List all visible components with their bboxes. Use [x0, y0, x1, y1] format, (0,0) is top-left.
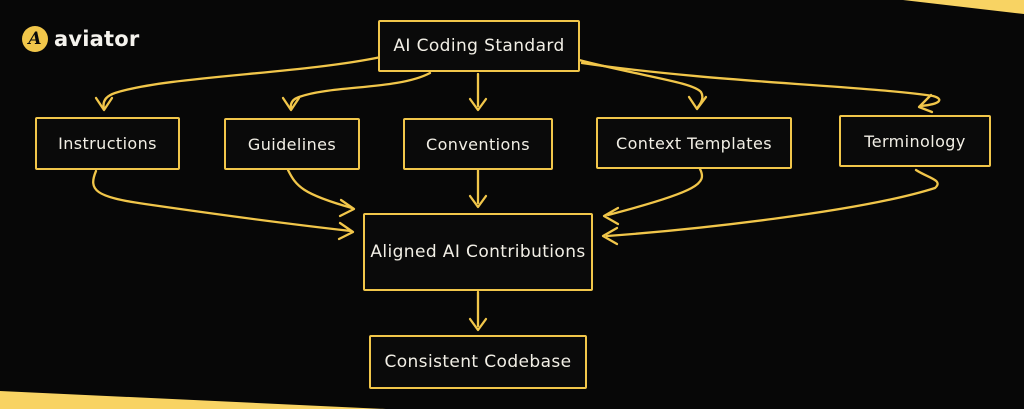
corner-accent-bottom-left	[0, 391, 386, 409]
node-aligned-ai-contributions: Aligned AI Contributions	[363, 213, 593, 291]
node-conventions-label: Conventions	[426, 134, 530, 154]
arrow-standard-to-guidelines	[281, 71, 432, 112]
node-consistent-codebase: Consistent Codebase	[369, 335, 587, 389]
node-ai-coding-standard: AI Coding Standard	[378, 20, 580, 72]
node-terminology: Terminology	[839, 115, 991, 167]
arrow-context-templates-to-aligned	[602, 167, 704, 226]
aviator-logo-icon: A	[22, 26, 48, 52]
node-conventions: Conventions	[403, 118, 553, 170]
arrow-standard-to-context-templates	[577, 58, 708, 111]
node-instructions: Instructions	[35, 117, 180, 170]
node-context-templates-label: Context Templates	[616, 133, 772, 153]
node-consistent-codebase-label: Consistent Codebase	[384, 352, 572, 372]
aviator-logo: A aviator	[22, 26, 139, 52]
node-guidelines-label: Guidelines	[247, 134, 337, 154]
arrow-standard-to-conventions	[468, 72, 488, 112]
corner-accent-top-right	[903, 0, 1024, 14]
node-terminology-label: Terminology	[864, 131, 966, 151]
node-aligned-ai-contributions-label: Aligned AI Contributions	[370, 242, 586, 262]
arrow-conventions-to-aligned	[468, 168, 488, 209]
node-context-templates: Context Templates	[596, 117, 792, 169]
node-instructions-label: Instructions	[58, 134, 157, 153]
node-ai-coding-standard-label: AI Coding Standard	[393, 36, 565, 56]
node-guidelines: Guidelines	[224, 118, 360, 170]
aviator-logo-text: aviator	[54, 27, 140, 51]
arrow-aligned-to-consistent	[468, 290, 488, 332]
arrow-guidelines-to-aligned	[286, 168, 356, 218]
arrow-standard-to-instructions	[94, 55, 383, 112]
arrow-standard-to-terminology	[580, 61, 941, 114]
arrow-terminology-to-aligned	[601, 168, 939, 246]
arrow-instructions-to-aligned	[92, 169, 355, 241]
